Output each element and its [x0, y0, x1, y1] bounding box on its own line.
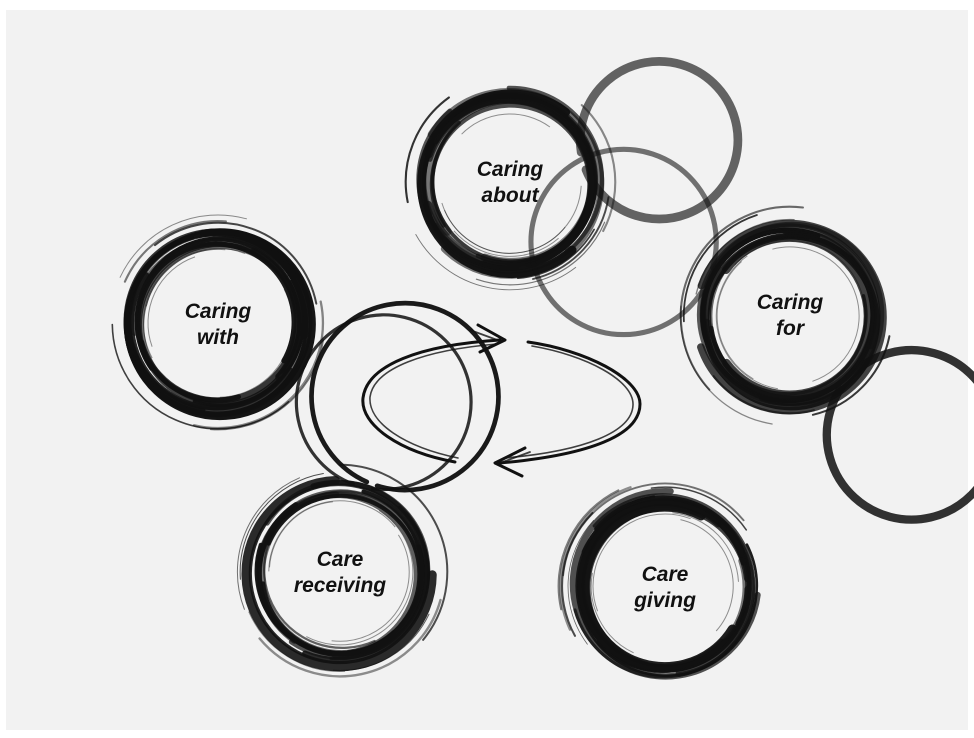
cycle-arrow-lower	[500, 342, 640, 463]
node-label-line: receiving	[260, 573, 420, 599]
cycle-arrows-icon	[363, 325, 640, 476]
node-label-caring-with: Caring with	[138, 299, 298, 351]
node-label-line: Care	[260, 547, 420, 573]
node-label-line: Care	[585, 562, 745, 588]
node-label-care-giving: Care giving	[585, 562, 745, 614]
node-label-caring-about: Caring about	[430, 157, 590, 209]
node-label-line: giving	[585, 588, 745, 614]
node-ring-care-receiving	[237, 303, 498, 676]
cycle-arrow-upper	[363, 340, 500, 462]
node-label-line: for	[710, 316, 870, 342]
node-label-caring-for: Caring for	[710, 290, 870, 342]
node-label-line: about	[430, 183, 590, 209]
node-label-line: Caring	[138, 299, 298, 325]
node-label-care-receiving: Care receiving	[260, 547, 420, 599]
node-label-line: Caring	[430, 157, 590, 183]
node-label-line: Caring	[710, 290, 870, 316]
node-label-line: with	[138, 325, 298, 351]
